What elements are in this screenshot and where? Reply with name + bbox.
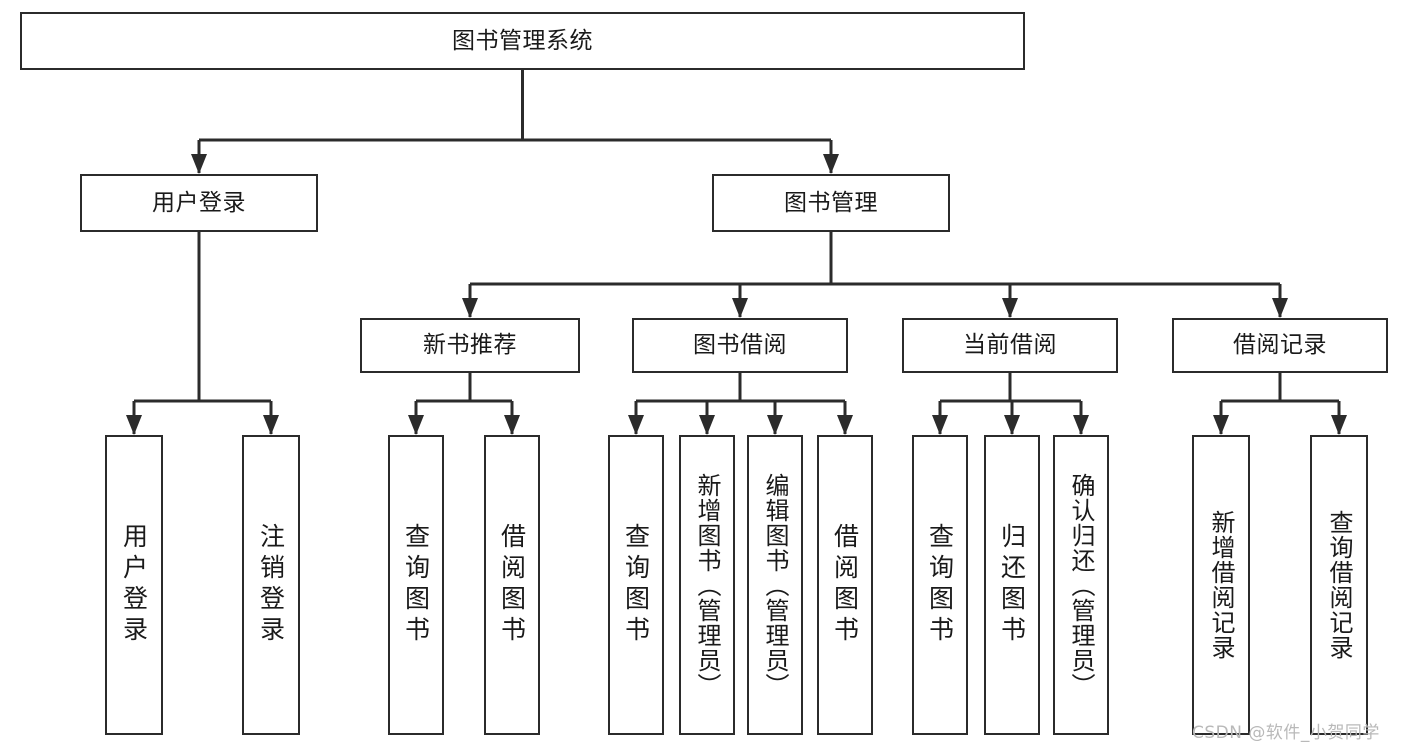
node-label-leaf-confirm-return: 确认归还（管理员） bbox=[1067, 472, 1095, 698]
node-label-borrow-record: 借阅记录 bbox=[1233, 332, 1327, 359]
node-new-book-rec[interactable]: 新书推荐 bbox=[360, 318, 580, 373]
node-leaf-query-book-3[interactable]: 查询图书 bbox=[912, 435, 968, 735]
node-label-leaf-borrow-book-1: 借阅图书 bbox=[497, 523, 527, 647]
node-leaf-query-book-2[interactable]: 查询图书 bbox=[608, 435, 664, 735]
node-label-new-book-rec: 新书推荐 bbox=[423, 332, 517, 359]
node-leaf-return-book[interactable]: 归还图书 bbox=[984, 435, 1040, 735]
node-label-leaf-query-book-2: 查询图书 bbox=[621, 523, 651, 647]
node-leaf-borrow-book-1[interactable]: 借阅图书 bbox=[484, 435, 540, 735]
node-book-manage[interactable]: 图书管理 bbox=[712, 174, 950, 232]
node-leaf-add-record[interactable]: 新增借阅记录 bbox=[1192, 435, 1250, 735]
node-label-current-borrow: 当前借阅 bbox=[963, 332, 1057, 359]
node-label-user-login: 用户登录 bbox=[152, 189, 246, 216]
node-leaf-edit-book[interactable]: 编辑图书（管理员） bbox=[747, 435, 803, 735]
node-current-borrow[interactable]: 当前借阅 bbox=[902, 318, 1118, 373]
node-label-leaf-query-book-3: 查询图书 bbox=[925, 523, 955, 647]
node-leaf-add-book[interactable]: 新增图书（管理员） bbox=[679, 435, 735, 735]
watermark: CSDN @软件_小贺同学 bbox=[1192, 723, 1380, 743]
node-label-leaf-user-logout: 注销登录 bbox=[256, 523, 286, 647]
node-book-borrow[interactable]: 图书借阅 bbox=[632, 318, 848, 373]
node-leaf-query-record[interactable]: 查询借阅记录 bbox=[1310, 435, 1368, 735]
node-label-root: 图书管理系统 bbox=[452, 27, 593, 54]
node-label-leaf-query-book-1: 查询图书 bbox=[401, 523, 431, 647]
node-leaf-user-login[interactable]: 用户登录 bbox=[105, 435, 163, 735]
node-borrow-record[interactable]: 借阅记录 bbox=[1172, 318, 1388, 373]
node-leaf-query-book-1[interactable]: 查询图书 bbox=[388, 435, 444, 735]
node-leaf-user-logout[interactable]: 注销登录 bbox=[242, 435, 300, 735]
node-label-leaf-edit-book: 编辑图书（管理员） bbox=[761, 472, 789, 698]
node-leaf-confirm-return[interactable]: 确认归还（管理员） bbox=[1053, 435, 1109, 735]
node-label-leaf-query-record: 查询借阅记录 bbox=[1325, 510, 1353, 660]
node-label-leaf-add-record: 新增借阅记录 bbox=[1207, 510, 1235, 660]
node-label-leaf-borrow-book-2: 借阅图书 bbox=[830, 523, 860, 647]
node-label-book-manage: 图书管理 bbox=[784, 189, 878, 216]
node-user-login[interactable]: 用户登录 bbox=[80, 174, 318, 232]
node-root[interactable]: 图书管理系统 bbox=[20, 12, 1025, 70]
node-label-leaf-add-book: 新增图书（管理员） bbox=[693, 472, 721, 698]
node-label-book-borrow: 图书借阅 bbox=[693, 332, 787, 359]
node-label-leaf-return-book: 归还图书 bbox=[997, 523, 1027, 647]
node-leaf-borrow-book-2[interactable]: 借阅图书 bbox=[817, 435, 873, 735]
node-label-leaf-user-login: 用户登录 bbox=[119, 523, 149, 647]
